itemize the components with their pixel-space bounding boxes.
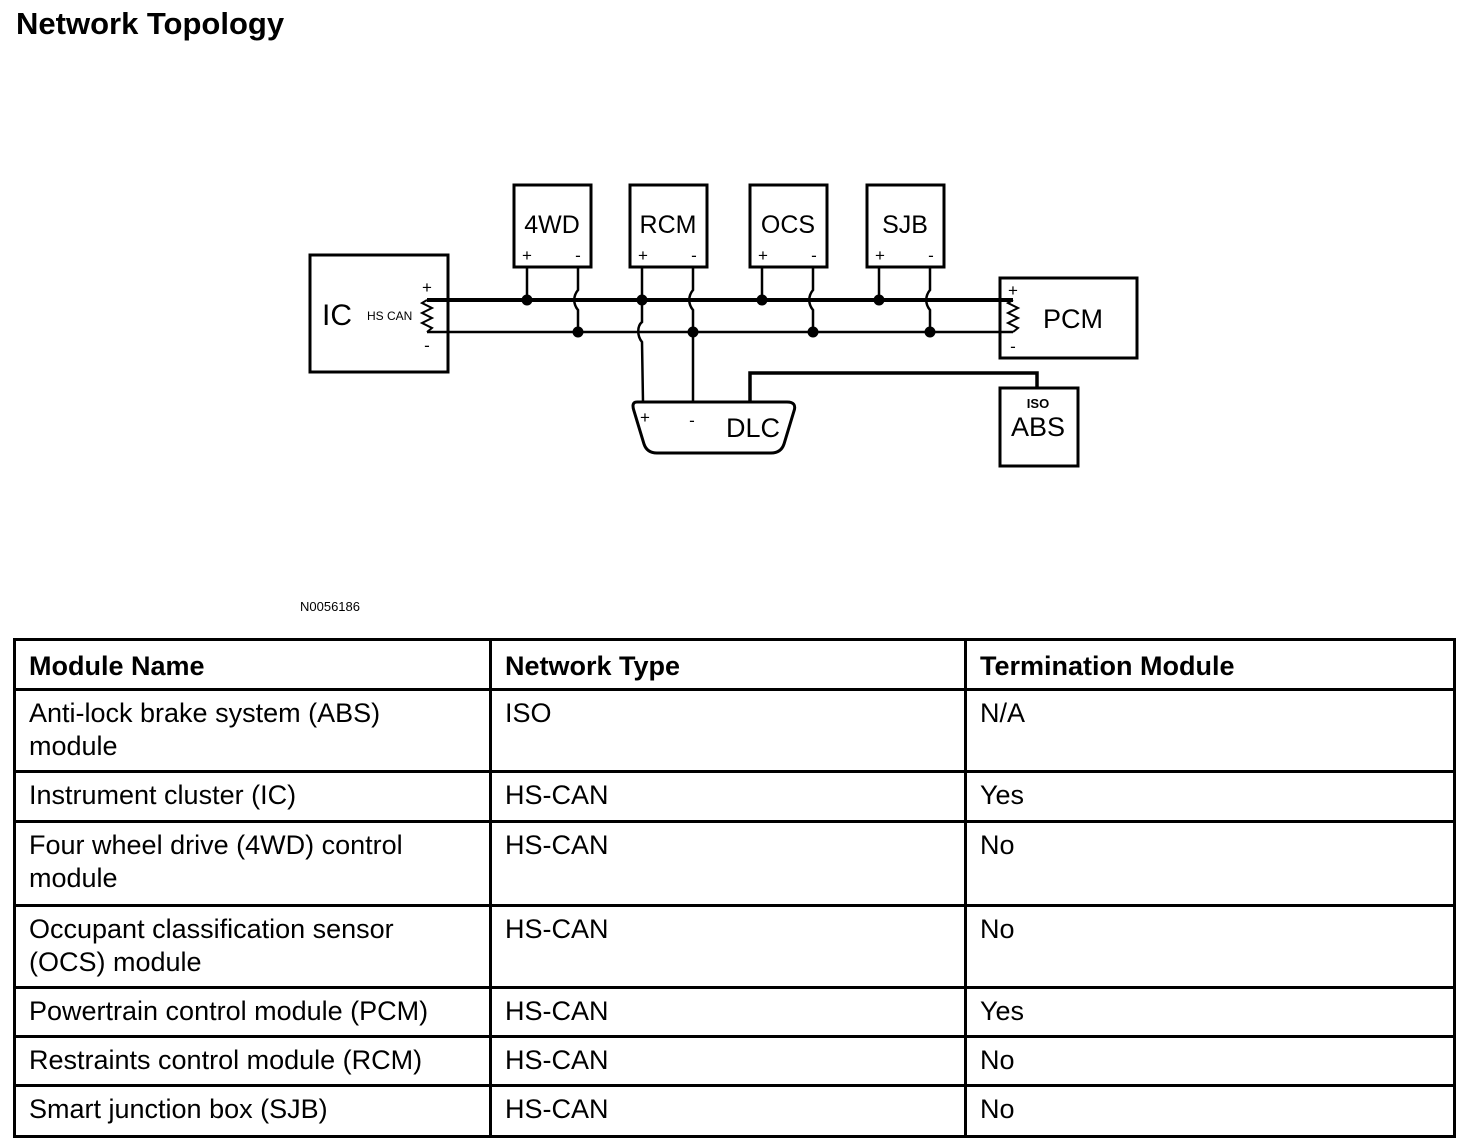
ocs-label: OCS [761,211,815,239]
termination-resistor-pcm [1005,299,1021,333]
hs-can-label: HS CAN [367,309,412,323]
cell-network-type: HS-CAN [489,820,967,907]
table-header-row: Module Name Network Type Termination Mod… [13,638,1456,691]
table-row: Occupant classification sensor (OCS) mod… [13,904,1456,989]
dlc-connector-outline [631,400,797,455]
sjb-module-box [865,183,946,269]
table-row: Anti-lock brake system (ABS) module ISO … [13,688,1456,773]
pcm-plus-terminal: + [1008,281,1018,300]
pcm-module-box [998,276,1139,360]
cell-termination: Yes [964,770,1456,823]
4wd-minus-terminal: - [575,246,581,265]
wire-ocs-can-low [808,267,815,332]
wire-rcm-can-low [688,267,695,332]
pcm-minus-terminal: - [1010,337,1016,356]
ic-module: IC HS CAN + - [308,253,450,374]
cell-termination: No [964,1084,1456,1138]
ic-module-box [308,253,450,374]
wire-dlc-can-high [637,300,645,403]
4wd-plus-terminal: + [522,246,532,265]
cell-termination: No [964,904,1456,989]
cell-module-name: Anti-lock brake system (ABS) module [13,688,492,773]
cell-module-name: Four wheel drive (4WD) control module [13,820,492,907]
wire-4wd-can-low [573,267,580,332]
sjb-label: SJB [882,211,928,239]
table-row: Smart junction box (SJB) HS-CAN No [13,1084,1456,1138]
ocs-plus-terminal: + [758,246,768,265]
rcm-label: RCM [640,211,697,239]
ic-minus-terminal: - [424,336,430,355]
sjb-module: SJB + - [865,183,946,269]
dlc-plus-terminal: + [640,408,650,427]
termination-resistor-ic [419,299,435,333]
junction-dot [572,326,584,338]
abs-module-box [998,386,1080,468]
junction-dot [636,294,648,306]
cell-termination: No [964,820,1456,907]
pcm-module: PCM + - [998,276,1139,360]
cell-termination: N/A [964,688,1456,773]
table-row: Instrument cluster (IC) HS-CAN Yes [13,770,1456,823]
table-row: Restraints control module (RCM) HS-CAN N… [13,1035,1456,1087]
ic-plus-terminal: + [422,278,432,297]
cell-network-type: HS-CAN [489,1035,967,1087]
junction-dot [807,326,819,338]
cell-module-name: Powertrain control module (PCM) [13,986,492,1038]
pcm-label: PCM [1043,304,1103,334]
rcm-module-box [628,183,709,269]
4wd-module: 4WD + - [512,183,593,269]
junction-dot [687,326,699,338]
cell-network-type: HS-CAN [489,770,967,823]
rcm-minus-terminal: - [691,246,697,265]
4wd-label: 4WD [524,211,580,239]
4wd-module-box [512,183,593,269]
cell-termination: No [964,1035,1456,1087]
junction-dot [924,326,936,338]
cell-network-type: HS-CAN [489,986,967,1038]
junction-dot [873,294,885,306]
cell-network-type: HS-CAN [489,904,967,989]
ocs-module: OCS + - [748,183,829,269]
table-row: Powertrain control module (PCM) HS-CAN Y… [13,986,1456,1038]
cell-module-name: Occupant classification sensor (OCS) mod… [13,904,492,989]
abs-label: ABS [1011,412,1065,442]
wire-dlc-abs-iso [748,371,1039,402]
cell-termination: Yes [964,986,1456,1038]
abs-module: ISO ABS [998,386,1080,468]
junction-dot [756,294,768,306]
cell-module-name: Instrument cluster (IC) [13,770,492,823]
sjb-plus-terminal: + [875,246,885,265]
ocs-module-box [748,183,829,269]
cell-module-name: Restraints control module (RCM) [13,1035,492,1087]
cell-network-type: ISO [489,688,967,773]
column-header-module-name: Module Name [13,638,492,691]
cell-network-type: HS-CAN [489,1084,967,1138]
network-topology-diagram: IC HS CAN + - 4WD + - RCM + - OCS + - SJ… [308,183,1139,468]
ic-label: IC [322,299,352,332]
iso-label: ISO [1027,396,1049,411]
wire-sjb-can-low [925,267,932,332]
dlc-label: DLC [726,413,780,443]
ocs-minus-terminal: - [811,246,817,265]
cell-module-name: Smart junction box (SJB) [13,1084,492,1138]
rcm-module: RCM + - [628,183,709,269]
column-header-termination-module: Termination Module [964,638,1456,691]
page-title: Network Topology [16,6,285,41]
sjb-minus-terminal: - [928,246,934,265]
rcm-plus-terminal: + [638,246,648,265]
dlc-connector: + - DLC [631,400,797,455]
dlc-minus-terminal: - [689,411,695,430]
module-table: Module Name Network Type Termination Mod… [13,638,1456,1138]
column-header-network-type: Network Type [489,638,967,691]
junction-dot [521,294,533,306]
figure-id: N0056186 [300,599,360,614]
table-row: Four wheel drive (4WD) control module HS… [13,820,1456,907]
